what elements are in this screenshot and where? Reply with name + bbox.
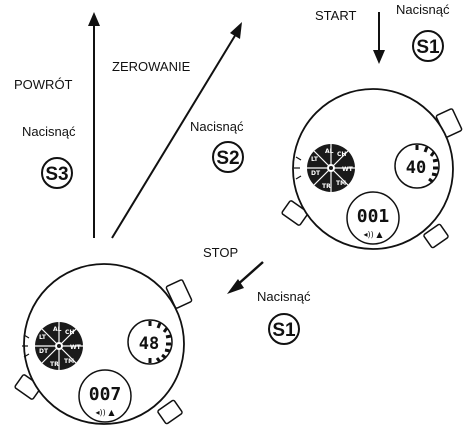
press-s2-label: Nacisnąć xyxy=(190,119,244,134)
button-s1-bottom-text: S1 xyxy=(272,320,296,341)
button-s3-text: S3 xyxy=(45,164,68,185)
press-s3-label: Nacisnąć xyxy=(22,124,76,139)
watch-top-display-value: 001 xyxy=(357,206,390,227)
watch-bottom-mode-dial: AL CH WT TM TR DT LT xyxy=(22,322,83,370)
svg-text:CH: CH xyxy=(65,329,74,336)
pusher-top-right xyxy=(165,279,193,309)
button-s3-icon: S3 xyxy=(41,157,73,189)
button-s1-top-text: S1 xyxy=(416,37,440,58)
press-s1-bottom-label: Nacisnąć xyxy=(257,289,311,304)
watch-bottom-second-dial: 48 xyxy=(127,319,173,365)
watch-bottom-second-value: 48 xyxy=(139,334,159,354)
pusher-bottom-right xyxy=(423,223,449,249)
svg-text:CH: CH xyxy=(337,151,346,158)
svg-text:WT: WT xyxy=(342,166,354,173)
stop-label: STOP xyxy=(203,245,238,260)
start-arrowhead xyxy=(373,50,385,64)
svg-text:WT: WT xyxy=(70,344,82,351)
svg-text:DT: DT xyxy=(311,170,321,177)
pusher-bottom-left xyxy=(281,200,309,226)
stop-arrowhead xyxy=(227,279,244,294)
watch-bottom-display-value: 007 xyxy=(89,384,122,405)
watch-bottom-sound-icon: ◂)) ▲ xyxy=(96,408,116,417)
svg-text:AL: AL xyxy=(53,326,62,333)
svg-text:TR: TR xyxy=(50,361,59,368)
powrot-label: POWRÓT xyxy=(14,77,73,92)
svg-text:TR: TR xyxy=(322,183,331,190)
button-s2-icon: S2 xyxy=(212,141,244,173)
svg-text:LT: LT xyxy=(311,156,319,163)
watch-top-second-dial: 40 xyxy=(394,143,440,189)
watch-top: AL CH WT TM TR DT LT xyxy=(281,88,463,250)
zerowanie-arrow xyxy=(111,33,237,239)
watch-top-sound-icon: ◂)) ▲ xyxy=(364,230,384,239)
stop-arrow xyxy=(235,261,264,287)
svg-text:AL: AL xyxy=(325,148,334,155)
button-s1-bottom-icon: S1 xyxy=(268,313,300,345)
watch-bottom: AL CH WT TM TR DT LT xyxy=(14,263,193,425)
watch-top-case xyxy=(292,88,454,250)
watch-top-mode-dial: AL CH WT TM TR DT LT xyxy=(294,144,355,192)
zerowanie-label: ZEROWANIE xyxy=(112,59,191,74)
zerowanie-arrowhead xyxy=(230,22,242,39)
watch-top-second-value: 40 xyxy=(406,158,426,178)
svg-text:DT: DT xyxy=(39,348,49,355)
svg-text:TM: TM xyxy=(64,358,74,365)
watch-bottom-case xyxy=(23,263,185,425)
watch-top-digital-display: 001 ◂)) ▲ xyxy=(346,191,400,245)
start-label: START xyxy=(315,8,356,23)
pusher-bottom-right xyxy=(157,399,183,425)
powrot-arrowhead xyxy=(88,12,100,26)
svg-text:LT: LT xyxy=(39,334,47,341)
button-s1-top-icon: S1 xyxy=(412,30,444,62)
svg-text:TM: TM xyxy=(336,180,346,187)
press-s1-top-label: Nacisnąć xyxy=(396,2,450,17)
button-s2-text: S2 xyxy=(216,148,239,169)
watch-bottom-digital-display: 007 ◂)) ▲ xyxy=(78,369,132,423)
